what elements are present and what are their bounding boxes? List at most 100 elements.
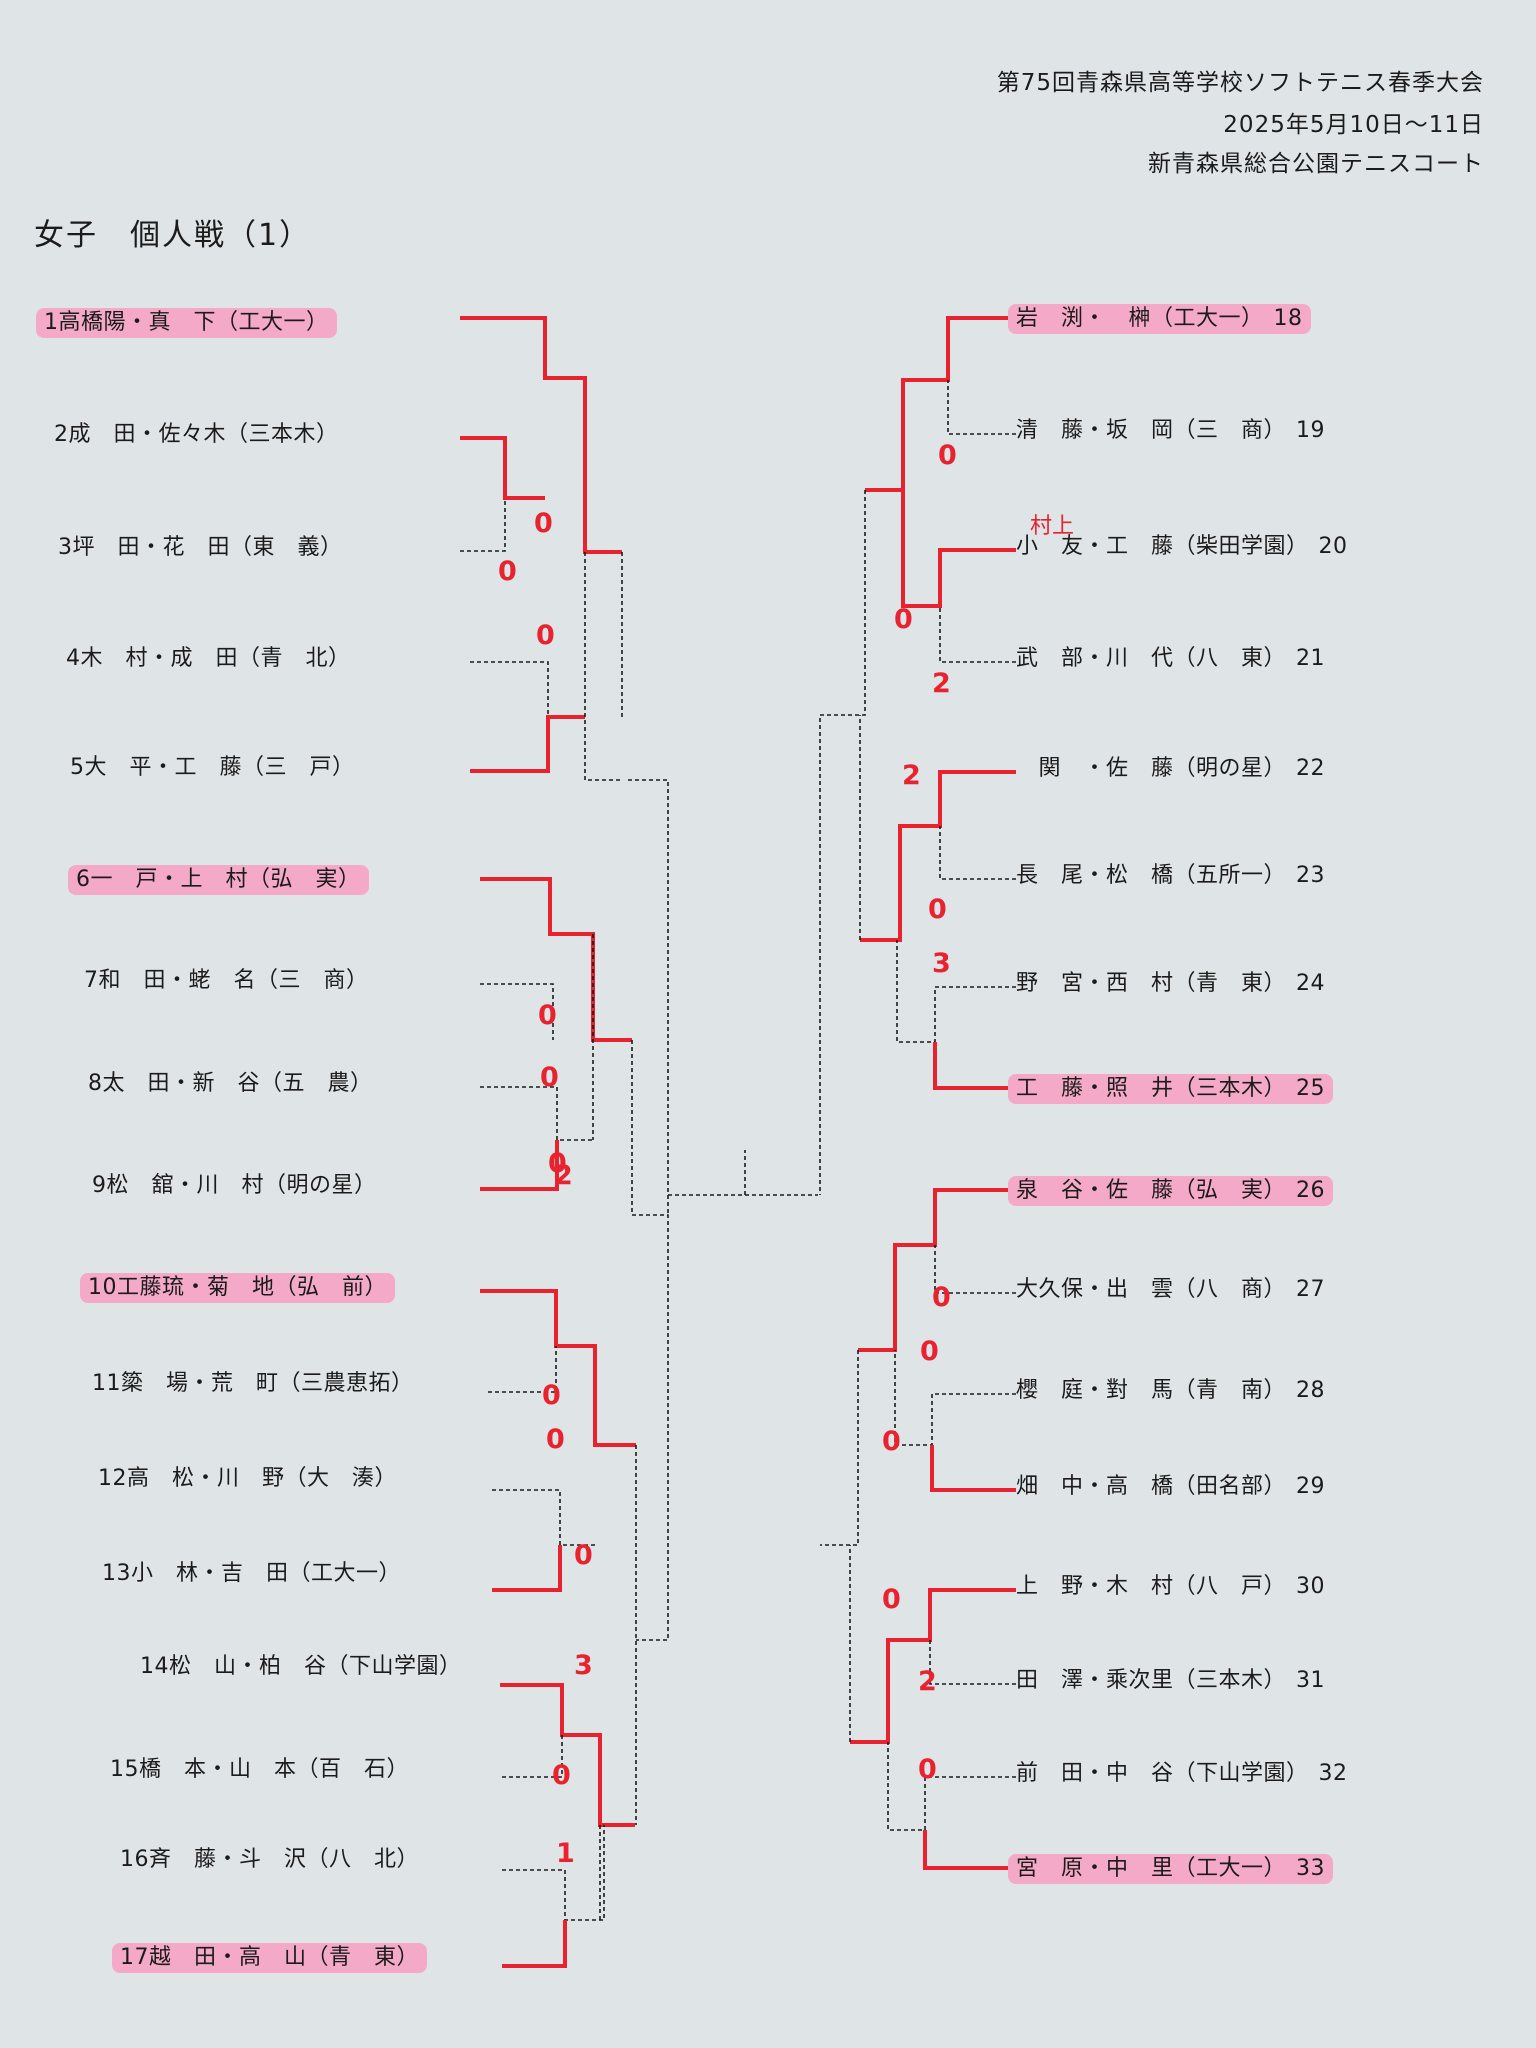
entry-names: 太 田・新 谷 bbox=[102, 1071, 261, 1096]
bracket-line-13 bbox=[500, 1683, 635, 1827]
entry-school: （下山学園） bbox=[326, 1654, 462, 1679]
entry-number: 22 bbox=[1296, 756, 1326, 781]
handwritten-score: 0 bbox=[918, 1754, 937, 1785]
entry-school: （弘 実） bbox=[248, 867, 361, 892]
entry-names: 宮 原・中 里 bbox=[1016, 1856, 1174, 1881]
entry-number: 18 bbox=[1273, 306, 1303, 331]
tournament-venue: 新青森県総合公園テニスコート bbox=[1148, 151, 1484, 177]
bracket-line-31 bbox=[939, 826, 1016, 880]
entry-number: 20 bbox=[1318, 534, 1348, 559]
bracket-line-20 bbox=[631, 1040, 669, 1641]
right-entry-26: 泉 谷・佐 藤（弘 実）26 bbox=[1008, 1176, 1334, 1206]
entry-names: 松 舘・川 村 bbox=[106, 1173, 265, 1198]
entry-school: （工大一） bbox=[216, 310, 329, 335]
left-entry-4: 4木 村・成 田（青 北） bbox=[66, 648, 351, 670]
handwritten-score: 2 bbox=[932, 668, 951, 699]
handwritten-score: 3 bbox=[932, 948, 951, 979]
entry-school: （工大一） bbox=[1173, 1856, 1287, 1881]
entry-school: （柴田学園） bbox=[1173, 534, 1309, 559]
entry-names: 武 部・川 代 bbox=[1016, 646, 1174, 671]
right-entry-18: 岩 渕・ 榊（工大一）18 bbox=[1008, 304, 1311, 334]
entry-number: 31 bbox=[1296, 1668, 1326, 1693]
left-entry-5: 5大 平・工 藤（三 戸） bbox=[70, 757, 355, 779]
handwritten-score: 0 bbox=[938, 440, 957, 471]
right-entry-20: 小 友・工 藤（柴田学園）20 bbox=[1016, 536, 1348, 558]
handwritten-score: 0 bbox=[894, 604, 913, 635]
entry-names: 越 田・高 山 bbox=[149, 1945, 307, 1970]
right-entry-28: 櫻 庭・對 馬（青 南） 28 bbox=[1016, 1380, 1325, 1402]
entry-school: （八 戸） bbox=[1173, 1574, 1287, 1599]
bracket-line-11 bbox=[492, 1489, 598, 1546]
entry-school: （三本木） bbox=[226, 422, 339, 447]
left-entry-2: 2成 田・佐々木（三本木） bbox=[54, 424, 339, 446]
entry-number: 32 bbox=[1318, 1761, 1348, 1786]
right-entry-32: 前 田・中 谷（下山学園）32 bbox=[1016, 1763, 1348, 1785]
entry-names: 櫻 庭・對 馬 bbox=[1016, 1378, 1174, 1403]
bracket-line-10 bbox=[488, 1346, 557, 1393]
left-entry-12: 12高 松・川 野（大 湊） bbox=[98, 1468, 397, 1490]
entry-school: （大 湊） bbox=[284, 1466, 398, 1491]
entry-names: 野 宮・西 村 bbox=[1016, 971, 1174, 996]
entry-number: 4 bbox=[66, 646, 81, 671]
entry-names: 一 戸・上 村 bbox=[90, 867, 249, 892]
entry-school: （三本木） bbox=[1173, 1668, 1287, 1693]
entry-names: 大 平・工 藤 bbox=[84, 755, 243, 780]
handwritten-score: 0 bbox=[540, 1062, 559, 1093]
entry-number: 19 bbox=[1296, 418, 1326, 443]
handwritten-score: 0 bbox=[536, 620, 555, 651]
entry-school: （八 東） bbox=[1173, 646, 1287, 671]
entry-school: （工大一） bbox=[288, 1561, 402, 1586]
entry-names: 成 田・佐々木 bbox=[68, 422, 227, 447]
left-entry-16: 16斉 藤・斗 沢（八 北） bbox=[120, 1849, 419, 1871]
bracket-line-9 bbox=[480, 1289, 636, 1447]
handwritten-score: 2 bbox=[918, 1666, 937, 1697]
handwritten-score: 3 bbox=[574, 1650, 593, 1681]
entry-number: 6 bbox=[76, 867, 91, 892]
bracket-line-4 bbox=[470, 715, 585, 773]
entry-school: （青 南） bbox=[1173, 1378, 1287, 1403]
right-entry-19: 清 藤・坂 岡（三 商）19 bbox=[1016, 420, 1325, 442]
right-entry-22: 関 ・佐 藤（明の星）22 bbox=[1016, 758, 1325, 780]
entry-number: 16 bbox=[120, 1847, 149, 1872]
handwritten-score: 0 bbox=[928, 894, 947, 925]
handwritten-score: 2 bbox=[554, 1160, 573, 1191]
entry-school: （青 東） bbox=[1173, 971, 1287, 996]
right-entry-25: 工 藤・照 井（三本木）25 bbox=[1008, 1074, 1334, 1104]
bracket-line-14 bbox=[502, 1735, 563, 1778]
entry-number: 30 bbox=[1296, 1574, 1326, 1599]
right-entry-23: 長 尾・松 橋（五所一）23 bbox=[1016, 865, 1325, 887]
entry-number: 15 bbox=[110, 1757, 139, 1782]
entry-number: 5 bbox=[70, 755, 85, 780]
entry-number: 3 bbox=[58, 535, 73, 560]
entry-school: （三 戸） bbox=[242, 755, 355, 780]
bracket-line-1 bbox=[460, 436, 545, 500]
right-entry-27: 大久保・出 雲（八 商）27 bbox=[1016, 1279, 1325, 1301]
entry-number: 21 bbox=[1296, 646, 1326, 671]
entry-names: 高 松・川 野 bbox=[127, 1466, 285, 1491]
left-entry-11: 11簗 場・荒 町（三農恵拓） bbox=[92, 1373, 414, 1395]
entry-names: 橋 本・山 本 bbox=[139, 1757, 297, 1782]
entry-school: （三農恵拓） bbox=[278, 1371, 414, 1396]
handwritten-score: 0 bbox=[552, 1760, 571, 1791]
category-label: 女子 bbox=[34, 218, 98, 253]
entry-names: 斉 藤・斗 沢 bbox=[149, 1847, 307, 1872]
bracket-line-37 bbox=[930, 1445, 1016, 1492]
handwritten-score: 0 bbox=[546, 1424, 565, 1455]
tournament-name: 第75回青森県高等学校ソフトテニス春季大会 bbox=[996, 70, 1484, 96]
right-entry-30: 上 野・木 村（八 戸）30 bbox=[1016, 1576, 1325, 1598]
entry-names: 前 田・中 谷 bbox=[1016, 1761, 1174, 1786]
bracket-line-29 bbox=[939, 606, 1016, 663]
entry-names: 松 山・柏 谷 bbox=[169, 1654, 327, 1679]
bracket-line-12 bbox=[492, 1545, 562, 1592]
entry-names: 大久保・出 雲 bbox=[1016, 1277, 1174, 1302]
bracket-line-15 bbox=[502, 1825, 605, 1921]
entry-school: （弘 前） bbox=[274, 1275, 388, 1300]
entry-names: 工 藤・照 井 bbox=[1016, 1076, 1174, 1101]
entry-number: 28 bbox=[1296, 1378, 1326, 1403]
entry-number: 27 bbox=[1296, 1277, 1326, 1302]
entry-number: 7 bbox=[84, 968, 99, 993]
bracket-line-39 bbox=[929, 1640, 1016, 1685]
entry-number: 8 bbox=[88, 1071, 103, 1096]
entry-number: 10 bbox=[88, 1275, 117, 1300]
